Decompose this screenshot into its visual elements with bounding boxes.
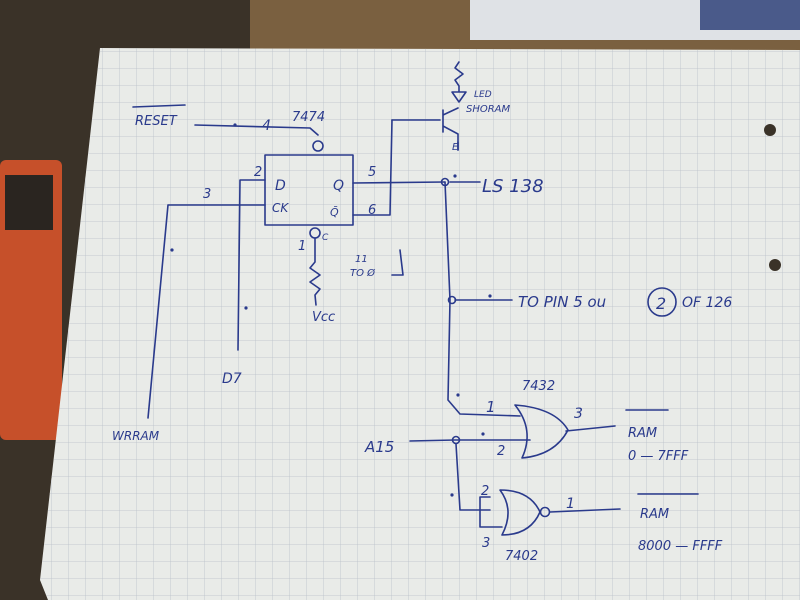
a15-label: A15 <box>364 438 394 456</box>
to-pin-label: TO PIN 5 ou <box>518 293 606 311</box>
ink-dot <box>481 432 485 436</box>
reset-wire <box>194 124 319 136</box>
pin-1-label: 1 <box>298 239 306 254</box>
ink-dot <box>488 294 492 298</box>
ls138-label: LS 138 <box>482 176 544 197</box>
nor-output-label: 1 <box>566 496 575 512</box>
punch-hole <box>769 259 781 271</box>
nor-output-wire <box>549 508 621 513</box>
nor-input3-label: 3 <box>482 536 490 551</box>
pin-6-label: 6 <box>368 203 376 218</box>
or-gate-7432 <box>514 404 569 459</box>
chip-7402-label: 7402 <box>505 549 538 564</box>
book-blue <box>700 0 800 30</box>
wrram-label: WRRAM <box>112 429 160 443</box>
multimeter-display <box>5 175 53 230</box>
or-output-wire <box>565 425 616 432</box>
pin-ck-label: CK <box>272 201 289 215</box>
led-label: LED <box>474 90 492 100</box>
of126-label: OF 126 <box>682 295 732 311</box>
a15-wire <box>409 439 531 442</box>
ink-dot <box>456 393 460 397</box>
ram1-label: RAM <box>628 426 657 441</box>
emitter-label: E <box>452 142 459 153</box>
d7-label: D7 <box>222 371 242 387</box>
pin-3-label: 3 <box>203 187 211 202</box>
flipflop-7474-box <box>264 154 354 226</box>
pin-qbar-label: Q̄ <box>330 206 339 219</box>
reset-overbar <box>132 104 186 108</box>
pin-5-label: 5 <box>368 165 376 180</box>
ink-dot <box>450 493 454 497</box>
nor-input-bridge <box>479 496 503 528</box>
reset-label: RESET <box>135 114 178 129</box>
ground-symbol <box>391 249 404 276</box>
chip-7432-label: 7432 <box>522 379 555 394</box>
shoram-label: SHORAM <box>466 104 511 115</box>
q-output-wire <box>352 181 446 184</box>
pin-circle <box>647 287 677 317</box>
chip-7474-label: 7474 <box>292 110 325 125</box>
pin-c-label: C <box>322 233 329 243</box>
graph-paper-grid <box>40 48 800 600</box>
ink-dot <box>233 123 237 127</box>
punch-hole <box>764 124 776 136</box>
ink-dot <box>170 248 174 252</box>
clear-wire <box>309 237 321 306</box>
ram2-label: RAM <box>640 507 669 522</box>
pin-q-label: Q <box>333 178 344 194</box>
d-input-wire <box>237 179 266 351</box>
or-input2-label: 2 <box>497 444 505 459</box>
pin-2-label: 2 <box>254 165 262 180</box>
preset-bubble <box>312 140 324 152</box>
pin-4-label: 4 <box>262 118 271 134</box>
q-main-wire <box>444 181 521 417</box>
nor-input2-label: 2 <box>481 484 489 499</box>
ram1-range-label: 0 — 7FFF <box>628 449 689 464</box>
ck-input-wire <box>147 204 266 419</box>
pin-circled-label: 2 <box>656 294 666 313</box>
ink-dot <box>453 174 457 178</box>
nor-gate-7402 <box>499 489 541 536</box>
or-output-label: 3 <box>574 406 583 422</box>
vcc-label: Vcc <box>312 310 335 325</box>
ink-dot <box>244 306 248 310</box>
pin-d-label: D <box>275 178 286 194</box>
or-input1-label: 1 <box>486 398 496 416</box>
led-resistor <box>451 61 467 103</box>
ram2-range-label: 8000 — FFFF <box>638 539 723 554</box>
qbar-output-wire <box>352 119 393 216</box>
